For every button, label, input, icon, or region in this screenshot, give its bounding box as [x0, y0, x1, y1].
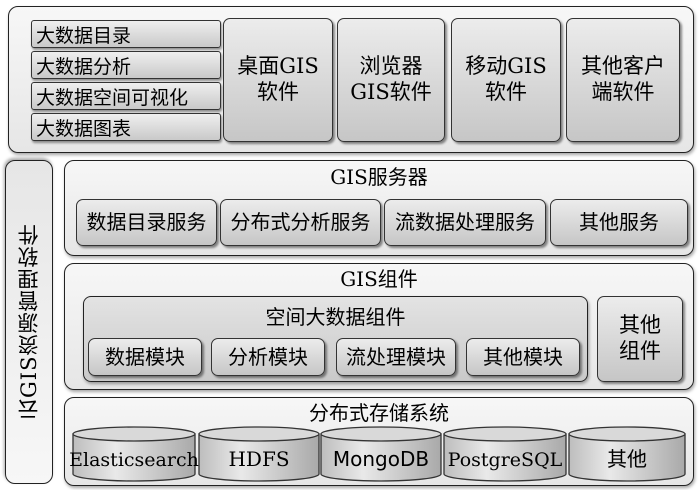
gis-components-title: GIS组件	[340, 267, 418, 291]
other-services[interactable]: 其他服务	[550, 199, 688, 246]
data-catalog-service[interactable]: 数据目录服务	[76, 199, 217, 246]
storage-other-cylinder[interactable]: 其他	[568, 426, 686, 482]
data-module[interactable]: 数据模块	[88, 338, 202, 376]
distributed-analysis-service[interactable]: 分布式分析服务	[220, 199, 381, 246]
cloud-gis-resource-management-label: 云GIS资源管理软件	[5, 160, 53, 484]
other-module[interactable]: 其他模块	[466, 338, 580, 376]
storage-mongodb-label: MongoDB	[333, 447, 429, 471]
analysis-module[interactable]: 分析模块	[211, 338, 325, 376]
distributed-storage-title: 分布式存储系统	[309, 401, 449, 425]
mobile-gis-software-box[interactable]: 移动GIS 软件	[451, 18, 561, 142]
storage-hdfs-cylinder[interactable]: HDFS	[198, 426, 320, 482]
gis-server-title: GIS服务器	[330, 165, 428, 189]
list-item-big-data-charts[interactable]: 大数据图表	[31, 113, 221, 141]
storage-postgresql-cylinder[interactable]: PostgreSQL	[443, 426, 567, 482]
list-item-big-data-analysis[interactable]: 大数据分析	[31, 51, 221, 79]
list-item-big-data-spatial-visualization[interactable]: 大数据空间可视化	[31, 82, 221, 110]
list-item-big-data-catalog[interactable]: 大数据目录	[31, 20, 221, 48]
storage-other-label: 其他	[607, 447, 647, 471]
storage-elasticsearch-label: Elasticsearch	[69, 449, 199, 471]
storage-hdfs-label: HDFS	[228, 447, 289, 471]
spatial-big-data-components-title: 空间大数据组件	[265, 305, 406, 329]
browser-gis-software-box[interactable]: 浏览器 GIS软件	[337, 18, 445, 142]
desktop-gis-software-box[interactable]: 桌面GIS 软件	[223, 18, 333, 142]
storage-cylinders: Elasticsearch HDFS MongoDB PostgreSQL 其他	[69, 426, 686, 482]
storage-postgresql-label: PostgreSQL	[448, 449, 563, 471]
other-client-software-box[interactable]: 其他客户 端软件	[566, 18, 680, 142]
other-components[interactable]: 其他 组件	[597, 296, 683, 382]
stream-processing-module[interactable]: 流处理模块	[336, 338, 456, 376]
stream-data-processing-service[interactable]: 流数据处理服务	[384, 199, 546, 246]
storage-elasticsearch-cylinder[interactable]: Elasticsearch	[69, 426, 199, 482]
storage-mongodb-cylinder[interactable]: MongoDB	[320, 426, 442, 482]
